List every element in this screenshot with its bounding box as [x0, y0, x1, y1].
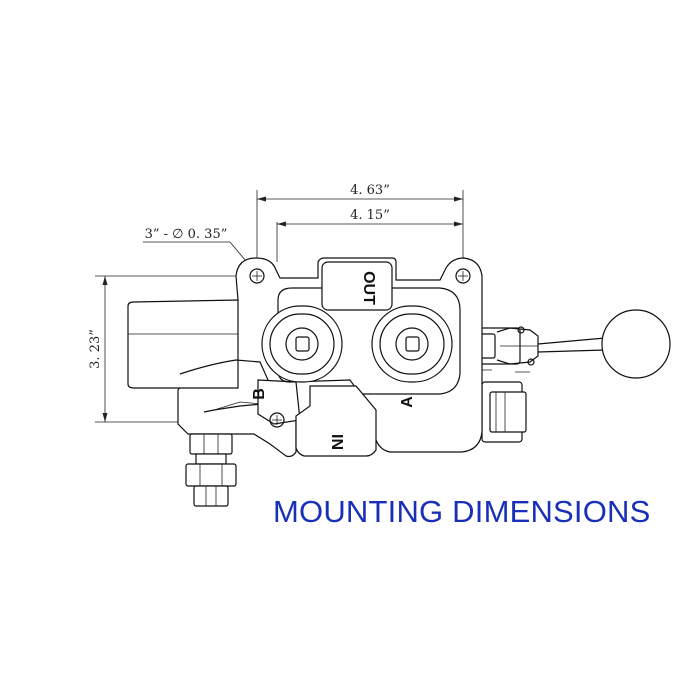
- mounting-hole-top-right: [455, 268, 471, 284]
- spool-cap: [481, 381, 527, 443]
- work-port-left: [261, 305, 343, 383]
- mounting-hole-top-left: [249, 268, 265, 284]
- relief-fitting: [185, 433, 237, 507]
- mounting-hole-bottom-left: [269, 412, 285, 428]
- lever-knob: [601, 309, 671, 379]
- port-label-out: OUT: [360, 271, 377, 305]
- hole-spacing-label: 4. 15”: [350, 208, 390, 223]
- port-label-b: B: [251, 388, 268, 400]
- control-lever: [457, 309, 671, 379]
- mounting-dimensions-title: MOUNTING DIMENSIONS: [273, 494, 651, 529]
- overall-width-label: 4. 63”: [350, 183, 390, 198]
- port-label-in: IN: [328, 434, 345, 450]
- port-label-a: A: [399, 396, 416, 408]
- work-port-right: [371, 305, 453, 383]
- height-label: 3. 23”: [88, 329, 103, 369]
- mounting-holes-label: 3” - ∅ 0. 35”: [145, 227, 228, 242]
- dimension-overall-width: 4. 63”: [256, 183, 464, 268]
- dimension-hole-spacing: 4. 15”: [276, 208, 463, 262]
